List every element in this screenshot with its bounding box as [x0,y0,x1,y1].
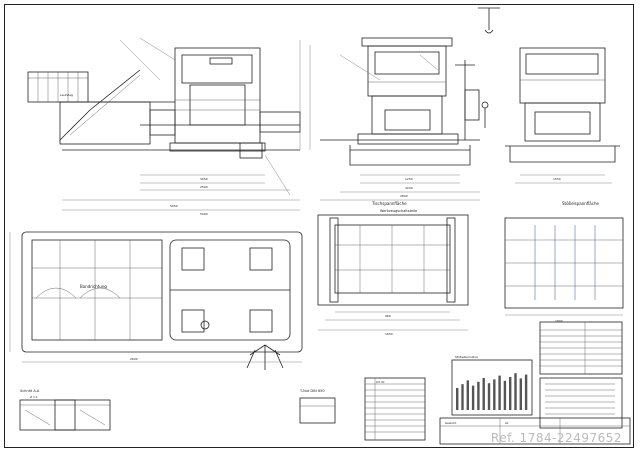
chart-bar [477,381,480,410]
drawing-sheet [4,4,634,448]
chart-bar [503,380,507,410]
chart-bar [509,377,512,410]
chart-bar [482,378,485,410]
chart-bar [466,380,469,410]
notes-block [539,377,623,429]
dim-7: 2800 [400,194,408,198]
characteristic-chart: Stößelkennlinie [451,355,533,416]
dim-2: 2500 [200,185,208,189]
ram-plan: Stößelspannfläche 1800 [504,201,624,323]
chart-bar [498,375,501,410]
label-detail: Z 1:1 [30,395,38,399]
dim-9: 2600 [130,357,138,361]
dim-10: 960 [385,314,391,318]
dim-1: 3050 [200,177,208,181]
dim-4: 5000 [200,212,208,216]
label-bandrichtung: Bandrichtung [80,284,107,289]
parts-table: Lfd. Nr. [364,377,426,441]
label-laufsteg: Laufsteg [60,93,73,97]
spec-list [539,321,623,375]
title-werkzeug: Werkzeugschaltstelle [380,209,417,213]
chart-bar [519,378,522,410]
chart-bar [493,379,496,410]
dim-11: 1650 [385,332,393,336]
title-tischspannflaeche: Tischspannfläche [371,201,407,206]
table-head: Lfd. Nr. [376,380,385,384]
tslot-detail: T-Nut DIN 650 [299,389,336,424]
dim-5: 1250 [405,177,413,181]
dim-12: 1800 [555,319,563,323]
press-end-elevation: 1550 [505,47,620,184]
press-side-elevation: 1250 3200 2800 [320,7,500,201]
watermark: Ref. 1784-22497652 [490,431,622,445]
chart-title: Stößelkennlinie [455,355,478,359]
dim-3: 5950 [170,204,178,208]
label-tnut: T-Nut DIN 650 [299,389,325,393]
press-plan-view: Bandrichtung 2600 [9,231,303,370]
title-stoessel: Stößelspannfläche [562,201,599,206]
chart-bar [524,374,528,410]
chart-bar [487,383,491,410]
chart-bar [471,385,475,410]
chart-bar [456,388,459,410]
label-schnitt: Schnitt A-A [20,389,40,393]
dim-8: 1550 [553,177,561,181]
title-block: Gewicht A1 [439,417,631,445]
section-aa: Schnitt A-A Z 1:1 [19,389,111,431]
dim-6: 3200 [405,186,413,190]
chart-bar [514,373,517,410]
label-format: A1 [505,421,509,425]
press-front-elevation: Laufsteg 3050 2500 5950 5000 [27,37,311,216]
chart-bar [461,384,464,410]
bolster-plan: Tischspannfläche Werkzeugschaltstelle 96… [317,201,469,336]
label-weight: Gewicht [445,421,457,425]
